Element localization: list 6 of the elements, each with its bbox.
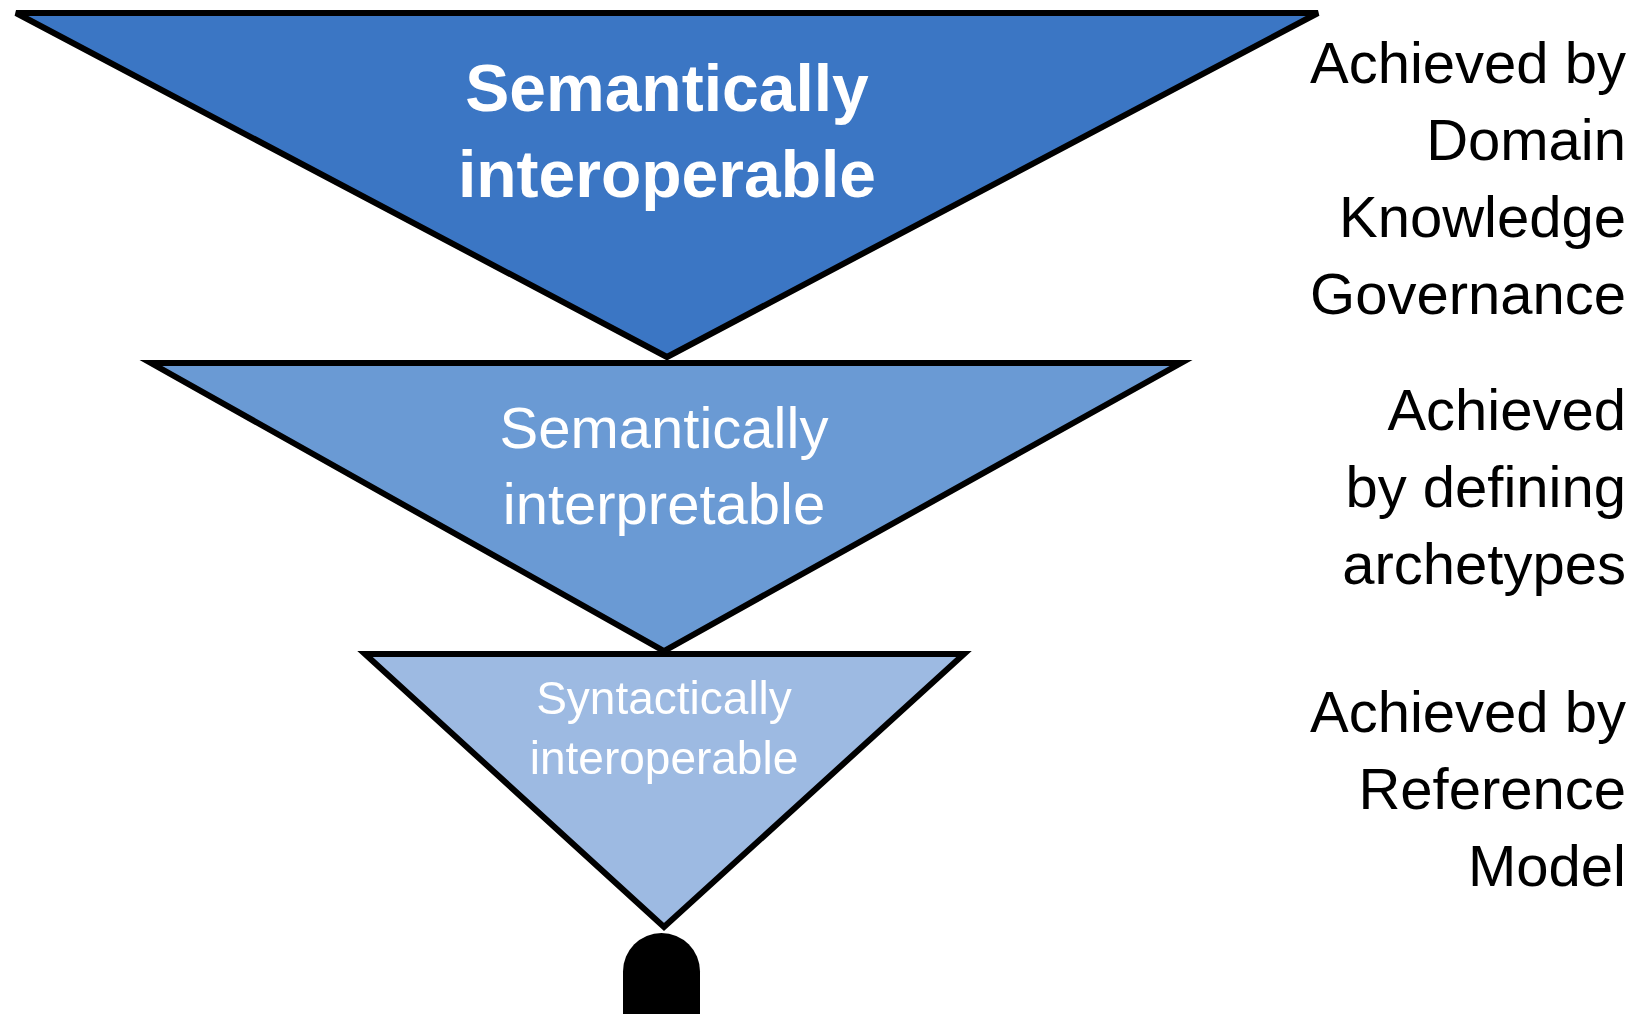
level-label: Semantically interoperable: [456, 50, 878, 213]
level-note: Achieved by defining archetypes: [1341, 376, 1626, 598]
level-label: Syntactically interoperable: [528, 671, 800, 786]
level-label: Semantically interpretable: [498, 394, 830, 538]
level-note: Achieved by Domain Knowledge Governance: [1309, 29, 1626, 328]
level-note: Achieved by Reference Model: [1309, 678, 1626, 900]
